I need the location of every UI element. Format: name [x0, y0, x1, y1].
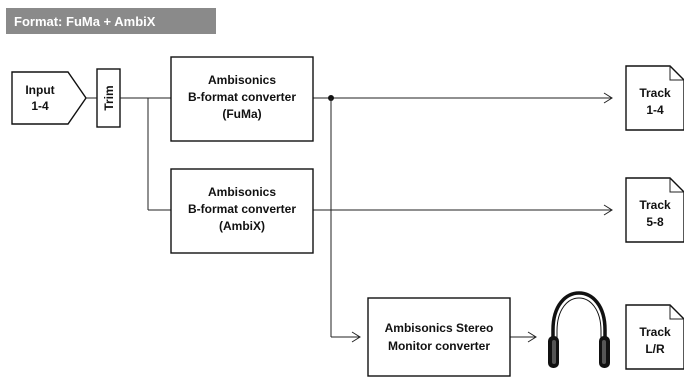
track-2-line1: Track: [639, 198, 671, 212]
track-3-doc: [625, 304, 684, 370]
input-shape: [11, 71, 87, 125]
format-header: Format: FuMa + AmbiX: [6, 8, 216, 34]
track-2-line2: 5-8: [646, 215, 664, 229]
fuma-converter-node: Ambisonics B-format converter (FuMa): [170, 56, 314, 142]
arrowhead-headphones: [527, 331, 537, 343]
format-label: Format: FuMa + AmbiX: [14, 14, 156, 29]
ambix-line1: Ambisonics: [208, 185, 276, 199]
track-3-fold: [669, 305, 684, 320]
fuma-converter-box: [170, 56, 314, 142]
monitor-converter-box: [367, 297, 511, 377]
track-1-node: Track 1-4: [625, 65, 684, 131]
track-2-doc: [625, 177, 684, 243]
track-1-line2: 1-4: [646, 103, 664, 117]
ambix-converter-box: [170, 168, 314, 254]
ambix-line2: B-format converter: [188, 202, 296, 216]
track-3-node: Track L/R: [625, 304, 684, 370]
format-header-bg: [6, 8, 216, 34]
track-1-fold: [669, 66, 684, 81]
ambix-line3: (AmbiX): [219, 219, 265, 233]
monitor-line1: Ambisonics Stereo: [385, 321, 494, 335]
wires: [86, 95, 612, 338]
fuma-line2: B-format converter: [188, 90, 296, 104]
fuma-line3: (FuMa): [222, 107, 261, 121]
track-1-doc: [625, 65, 684, 131]
input-label-line2: 1-4: [31, 99, 49, 113]
trim-node: Trim: [96, 68, 121, 128]
monitor-converter-node: Ambisonics Stereo Monitor converter: [367, 297, 511, 377]
input-node: Input 1-4: [11, 71, 87, 125]
track-2-node: Track 5-8: [625, 177, 684, 243]
fuma-line1: Ambisonics: [208, 73, 276, 87]
input-label-line1: Input: [25, 83, 54, 97]
headphones-icon: [548, 291, 610, 368]
track-3-line2: L/R: [645, 342, 665, 356]
ambix-converter-node: Ambisonics B-format converter (AmbiX): [170, 168, 314, 254]
track-2-fold: [669, 178, 684, 193]
track-1-line1: Track: [639, 86, 671, 100]
arrowheads: [351, 92, 613, 343]
arrowhead-monitor: [351, 331, 361, 343]
arrowhead-track1: [603, 92, 613, 104]
track-3-line1: Track: [639, 325, 671, 339]
trim-label: Trim: [102, 85, 116, 110]
arrowhead-track2: [603, 204, 613, 216]
monitor-line2: Monitor converter: [388, 339, 490, 353]
